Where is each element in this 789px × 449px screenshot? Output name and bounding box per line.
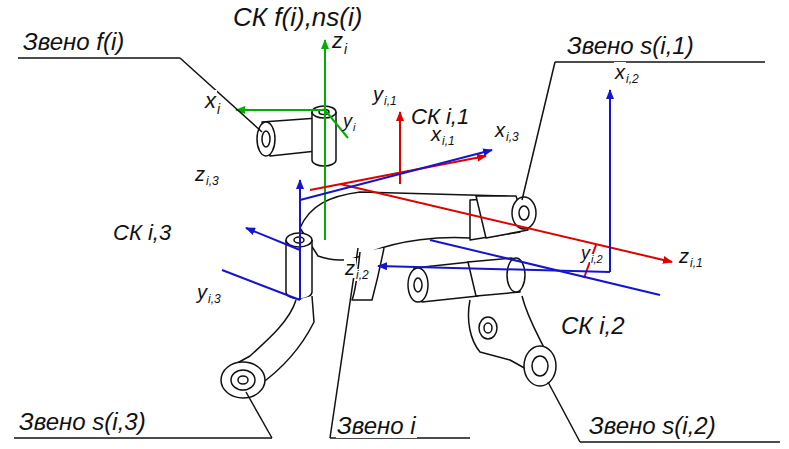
part-name: Звено s(i,1) [566,34,695,58]
axis-subscript: i,1 [689,257,704,269]
axis-subscript: i [352,122,356,133]
frame-name: СК f(i),ns(i) [232,4,363,30]
axis-subscript: i,1 [441,135,456,147]
axis-subscript: i,2 [590,254,604,265]
axis-subscript: i [216,102,221,116]
axis-subscript: i,3 [505,131,520,143]
axis-subscript: i,2 [355,269,370,281]
axis-subscript: i,3 [207,293,222,305]
axis-subscript: i,1 [383,95,398,107]
part-name: Звено f(i) [22,30,125,54]
part-name: Звено s(i,2) [588,414,717,438]
axis-subscript: i,3 [205,175,220,187]
part-name: Звено s(i,3) [18,410,147,434]
frame-name: СК i,3 [112,222,172,244]
axis-subscript: i [343,42,348,56]
part-name: Звено i [336,414,417,438]
frame-name: СК i,2 [560,314,626,338]
axis-subscript: i,2 [625,73,640,85]
